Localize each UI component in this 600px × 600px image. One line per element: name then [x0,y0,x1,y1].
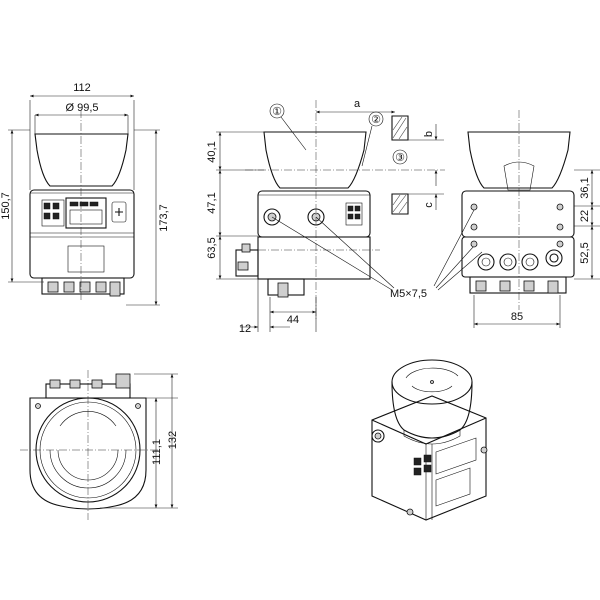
dim-111-1: 111,1 [151,439,163,465]
dim-52-5: 52,5 [579,242,591,263]
dim-36-1: 36,1 [579,177,591,198]
isometric-view [371,359,488,521]
dim-22: 22 [579,210,591,222]
dim-height-right: 173,7 [158,204,170,232]
dim-height-left: 150,7 [0,192,12,220]
dim-44: 44 [287,314,299,326]
callout-1: ① [272,106,282,118]
dim-diameter-dome: Ø 99,5 [65,102,98,114]
top-view: 132 111,1 [20,370,179,520]
dim-85: 85 [511,311,523,323]
dim-b: b [423,131,435,137]
thread-label: M5×7,5 [390,288,427,300]
dim-63-5: 63,5 [206,237,218,258]
rear-view: 36,1 22 52,5 85 [461,110,600,328]
dim-12: 12 [239,323,251,335]
front-view: 112 Ø 99,5 150,7 173,7 [0,82,170,306]
dim-40-1: 40,1 [206,141,218,162]
callout-3: ③ [395,152,405,164]
dim-width-outer: 112 [73,82,91,94]
dim-c: c [423,202,435,208]
dim-a: a [354,98,361,110]
dim-47-1: 47,1 [206,192,218,213]
dim-132: 132 [167,431,179,449]
side-view: 40,1 47,1 63,5 12 44 a ① ② ③ b c [206,98,483,335]
callout-2: ② [371,114,381,126]
